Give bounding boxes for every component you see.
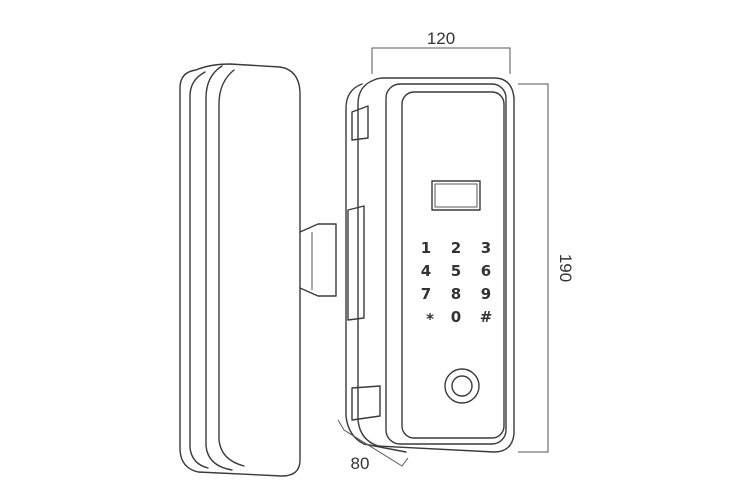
key-hash[interactable]: #	[480, 308, 493, 326]
lock-body: 1 2 3 4 5 6 7 8 9 * 0 #	[345, 77, 515, 453]
fingerprint-inner-ring	[451, 375, 473, 397]
connector-bracket	[299, 223, 337, 297]
lock-body-outer	[357, 77, 515, 453]
key-8[interactable]: 8	[451, 285, 461, 303]
lock-front-panel	[401, 91, 505, 439]
key-3[interactable]: 3	[481, 239, 491, 257]
key-6[interactable]: 6	[481, 262, 491, 280]
fingerprint-sensor-icon[interactable]	[444, 368, 480, 404]
key-0[interactable]: 0	[451, 308, 461, 326]
display-window	[431, 180, 481, 211]
dimension-height: 190	[518, 83, 575, 453]
dimension-depth-line	[337, 419, 409, 467]
dimension-height-line	[518, 83, 549, 453]
display-window-inner	[434, 183, 478, 208]
key-7[interactable]: 7	[421, 285, 431, 303]
side-unit-inner-edge	[189, 71, 209, 469]
side-unit-outer-shell	[179, 63, 301, 477]
dimension-height-label: 190	[556, 254, 575, 282]
key-4[interactable]: 4	[421, 262, 431, 280]
lock-side-slot	[347, 205, 365, 321]
lock-bottom-clip	[351, 385, 381, 421]
dimension-width: 120	[371, 29, 511, 74]
dimension-depth: 80	[337, 419, 409, 473]
dimension-width-line	[371, 47, 511, 74]
keypad: 1 2 3 4 5 6 7 8 9 * 0 #	[421, 239, 493, 328]
key-1[interactable]: 1	[421, 239, 431, 257]
lock-top-clip	[351, 105, 369, 141]
side-unit-face-edge	[205, 65, 233, 471]
key-5[interactable]: 5	[451, 262, 461, 280]
fingerprint-outer-ring	[444, 368, 480, 404]
key-9[interactable]: 9	[481, 285, 491, 303]
side-unit-groove	[218, 69, 245, 467]
key-star[interactable]: *	[426, 310, 434, 328]
key-2[interactable]: 2	[451, 239, 461, 257]
lock-front-frame	[385, 83, 507, 445]
side-unit	[179, 63, 337, 477]
lock-back-plate	[345, 83, 407, 453]
dimension-depth-label: 80	[351, 454, 370, 473]
dimension-width-label: 120	[427, 29, 455, 48]
